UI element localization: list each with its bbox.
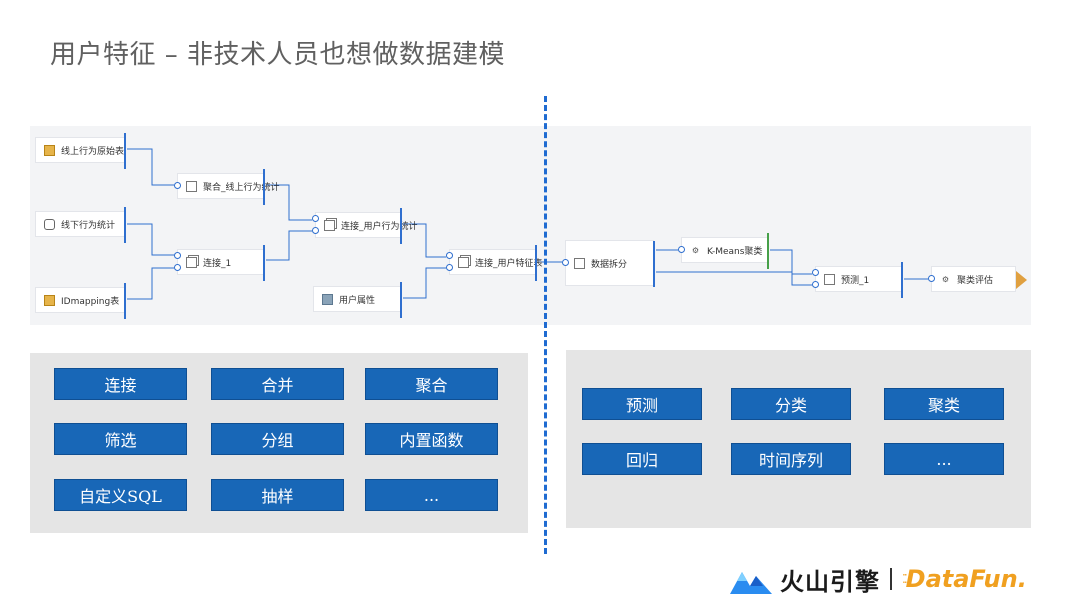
volcano-logo-icon [730,572,772,594]
join-icon [186,256,197,268]
output-port[interactable] [263,245,265,281]
input-port[interactable] [446,264,453,271]
input-port[interactable] [174,264,181,271]
join-icon [324,219,335,231]
output-arrow-icon [1016,271,1027,289]
input-port[interactable] [928,275,935,282]
op-sample-button[interactable]: 抽样 [211,479,344,511]
gear-icon: ⚙ [691,245,700,255]
op-filter-button[interactable]: 筛选 [54,423,187,455]
input-port[interactable] [446,252,453,259]
input-port[interactable] [174,252,181,259]
section-divider [544,96,547,554]
node-label: 连接_1 [203,258,232,269]
node-label: 线下行为统计 [61,220,116,231]
op-cluster-button[interactable]: 聚类 [884,388,1004,420]
node-idmapping[interactable]: IDmapping表 [35,283,126,319]
output-port[interactable] [124,133,126,169]
output-port[interactable] [263,169,265,205]
database-icon [44,218,55,230]
source-table-icon [44,294,55,306]
node-user-attr[interactable]: 用户属性 [313,282,402,318]
output-port[interactable] [901,262,903,298]
node-agg-online[interactable]: 聚合_线上行为统计 [174,169,280,205]
partner-name: DataFun. [905,565,1027,593]
gear-icon: ⚙ [941,274,950,284]
op-merge-button[interactable]: 合并 [211,368,344,400]
op-more-model-button[interactable]: ... [884,443,1004,475]
logo-separator [890,568,892,590]
node-cluster-eval[interactable]: ⚙ 聚类评估 [928,266,1016,292]
brand-name: 火山引擎 [780,567,880,596]
input-port[interactable] [174,182,181,189]
node-label: 线上行为原始表 [61,146,125,157]
op-join-button[interactable]: 连接 [54,368,187,400]
output-port[interactable] [124,283,126,319]
op-group-button[interactable]: 分组 [211,423,344,455]
op-predict-button[interactable]: 预测 [582,388,702,420]
join-icon [458,256,469,268]
node-label: 连接_用户特征表 [475,258,543,269]
node-label: 预测_1 [841,275,870,286]
input-port[interactable] [312,215,319,222]
node-label: 数据拆分 [591,259,628,270]
input-port[interactable] [812,281,819,288]
datafun-dots-icon: ⁚⁚ [902,572,907,586]
output-port[interactable] [767,233,769,269]
split-icon [574,257,585,269]
output-port[interactable] [400,282,402,318]
node-label: IDmapping表 [61,296,120,307]
input-port[interactable] [812,269,819,276]
workflow-canvas[interactable] [30,126,1031,325]
output-port[interactable] [535,245,537,281]
aggregate-icon [186,180,197,192]
output-port[interactable] [653,241,655,287]
data-ops-panel: 连接 合并 聚合 筛选 分组 内置函数 自定义SQL 抽样 ... [30,353,528,533]
node-label: 用户属性 [339,295,376,306]
page-title: 用户特征 – 非技术人员也想做数据建模 [50,40,506,70]
model-ops-panel: 预测 分类 聚类 回归 时间序列 ... [566,350,1031,528]
node-join-user-feat[interactable]: 连接_用户特征表 [446,245,543,281]
input-port[interactable] [678,246,685,253]
image-icon [322,293,333,305]
op-timeseries-button[interactable]: 时间序列 [731,443,851,475]
op-classify-button[interactable]: 分类 [731,388,851,420]
output-port[interactable] [124,207,126,243]
output-port[interactable] [400,208,402,244]
op-regression-button[interactable]: 回归 [582,443,702,475]
node-kmeans[interactable]: ⚙ K-Means聚类 [678,233,769,269]
op-builtin-func-button[interactable]: 内置函数 [365,423,498,455]
node-online-raw[interactable]: 线上行为原始表 [35,133,126,169]
source-table-icon [44,144,55,156]
node-predict[interactable]: 预测_1 [812,262,903,298]
op-aggregate-button[interactable]: 聚合 [365,368,498,400]
node-join-1[interactable]: 连接_1 [174,245,265,281]
node-join-user-stats[interactable]: 连接_用户行为统计 [312,208,418,244]
input-port[interactable] [562,259,569,266]
op-more-button[interactable]: ... [365,479,498,511]
footer-logo: 火山引擎 ⁚⁚ DataFun. [730,561,1027,597]
chart-icon [824,273,835,285]
node-label: K-Means聚类 [707,246,763,257]
node-label: 聚合_线上行为统计 [203,182,280,193]
node-data-split[interactable]: 数据拆分 [562,240,655,287]
node-offline-stats[interactable]: 线下行为统计 [35,207,126,243]
op-custom-sql-button[interactable]: 自定义SQL [54,479,187,511]
node-label: 聚类评估 [957,275,994,286]
node-label: 连接_用户行为统计 [341,221,418,232]
input-port[interactable] [312,227,319,234]
